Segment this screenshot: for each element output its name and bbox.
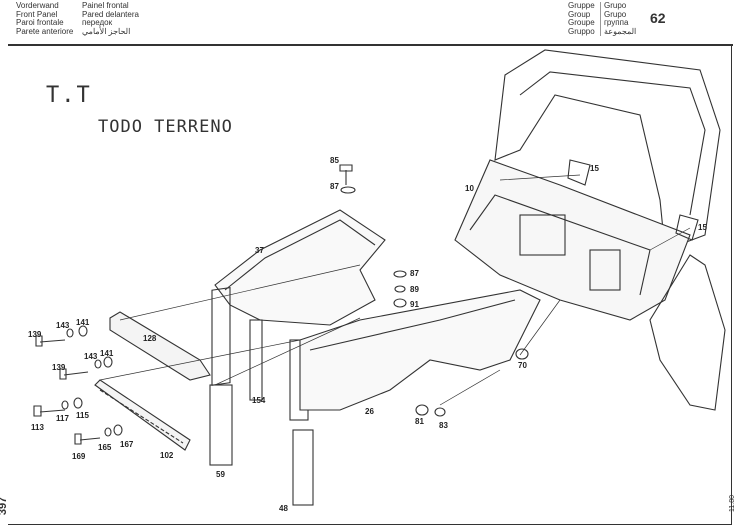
header-text: Gruppe	[568, 1, 595, 10]
rubber-stop	[415, 404, 429, 416]
title-tt: T.T	[46, 83, 92, 108]
part-callout-48: 48	[279, 504, 288, 513]
bolt	[74, 433, 101, 445]
part-callout-139: 139	[52, 363, 66, 372]
rubber-stop	[434, 407, 446, 417]
inner-fender	[214, 209, 386, 326]
part-callout-83: 83	[439, 421, 448, 430]
frame-divider	[8, 44, 733, 46]
bracket	[675, 214, 699, 241]
part-callout-37: 37	[255, 246, 264, 255]
header-text: Gruppo	[568, 26, 595, 36]
part-callout-169: 169	[72, 452, 86, 461]
part-callout-87: 87	[330, 182, 339, 191]
bolt	[59, 368, 89, 380]
part-callout-10: 10	[465, 184, 474, 193]
washer	[340, 186, 356, 194]
header-text: المجموعة	[604, 26, 637, 36]
header-text: Painel frontal	[82, 1, 129, 10]
part-callout-91: 91	[410, 300, 419, 309]
part-callout-165: 165	[98, 443, 112, 452]
header-left-languages-2: Painel frontal Pared delantera передок ا…	[82, 1, 139, 36]
cowl-panel	[454, 159, 691, 321]
upright-48	[292, 429, 314, 506]
part-callout-141: 141	[76, 318, 90, 327]
group-values: Grupo Grupo группа المجموعة	[600, 1, 637, 36]
part-callout-113: 113	[31, 423, 44, 432]
part-callout-143: 143	[56, 321, 70, 330]
group-labels: Gruppe Group Groupe Gruppo	[568, 1, 595, 36]
part-callout-59: 59	[216, 470, 225, 479]
bolt	[35, 335, 66, 347]
header-text: Group	[568, 9, 591, 19]
part-callout-15: 15	[698, 223, 707, 232]
header-left-languages: Vorderwand Front Panel Paroi frontale Pa…	[16, 1, 74, 36]
part-callout-167: 167	[120, 440, 134, 449]
part-callout-143: 143	[84, 352, 98, 361]
group-number: 62	[650, 10, 666, 26]
header-text: Pared delantera	[82, 9, 139, 19]
part-callout-15: 15	[590, 164, 599, 173]
rubber-stop	[515, 348, 529, 360]
part-callout-70: 70	[518, 361, 527, 370]
part-callout-141: 141	[100, 349, 114, 358]
header-text: группа	[604, 18, 629, 27]
header-text: передок	[82, 18, 113, 27]
bracket	[567, 159, 591, 186]
part-callout-89: 89	[410, 285, 419, 294]
bolt	[339, 164, 353, 185]
title-todo-terreno: TODO TERRENO	[98, 117, 233, 137]
part-callout-81: 81	[415, 417, 424, 426]
header-text: Paroi frontale	[16, 18, 64, 27]
part-callout-117: 117	[56, 414, 69, 423]
part-callout-26: 26	[365, 407, 374, 416]
part-callout-102: 102	[160, 451, 174, 460]
side-trim	[649, 254, 726, 411]
bolt	[33, 405, 66, 417]
header-text: Vorderwand	[16, 1, 59, 10]
header-text: Grupo	[604, 9, 627, 19]
upright-154	[249, 319, 263, 401]
part-callout-139: 139	[28, 330, 42, 339]
part-callout-128: 128	[143, 334, 157, 343]
header-text: Parete anteriore	[16, 26, 74, 36]
header-text: Groupe	[568, 18, 595, 27]
crossmember	[109, 311, 211, 381]
header-text: Front Panel	[16, 9, 58, 19]
part-callout-85: 85	[330, 156, 339, 165]
part-callout-115: 115	[76, 411, 89, 420]
diagram-frame	[8, 44, 732, 525]
header-text: Grupo	[604, 1, 627, 10]
part-callout-154: 154	[252, 396, 266, 405]
header-text: الحاجز الأمامي	[82, 26, 131, 36]
part-callout-87: 87	[410, 269, 419, 278]
grille	[94, 379, 191, 451]
upright	[211, 287, 231, 386]
upright-59	[209, 384, 233, 466]
outer-fender	[299, 289, 541, 411]
